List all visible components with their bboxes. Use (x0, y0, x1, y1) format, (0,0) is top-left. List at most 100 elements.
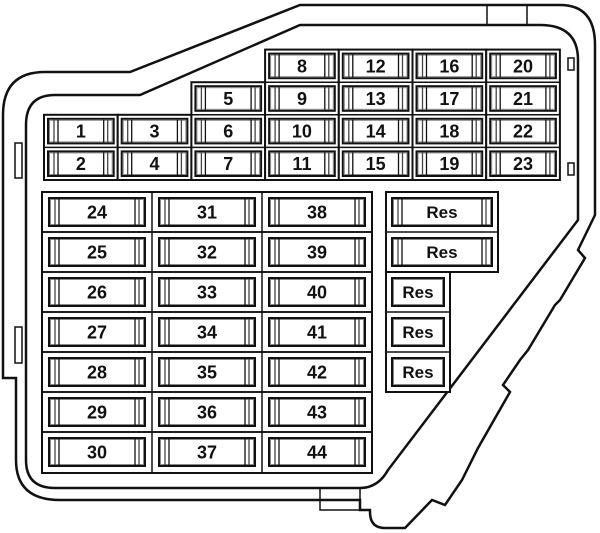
fuse-body-shade (270, 319, 364, 345)
fuse-5[interactable]: 5 (194, 85, 263, 112)
fuse-label: 8 (297, 56, 307, 76)
fuse-16[interactable]: 16 (415, 52, 484, 80)
fuse-41[interactable]: 41 (268, 317, 366, 347)
fuse-label: 18 (439, 122, 459, 142)
fuse-34[interactable]: 34 (158, 317, 256, 347)
fuse-label: Res (402, 283, 433, 302)
fuse-9[interactable]: 9 (268, 85, 336, 112)
fuse-label: 13 (366, 89, 386, 109)
fuse-res[interactable]: Res (391, 357, 445, 387)
fuse-label: 23 (513, 154, 533, 174)
fuse-label: 39 (307, 242, 327, 262)
housing-outer-outline (1, 3, 597, 530)
fuse-res[interactable]: Res (391, 277, 445, 307)
fuse-31[interactable]: 31 (158, 197, 256, 227)
fuse-29[interactable]: 29 (48, 397, 146, 427)
fuse-label: 21 (513, 89, 533, 109)
fuse-19[interactable]: 19 (415, 150, 484, 177)
fuse-body-shade (491, 87, 555, 110)
fuse-body (158, 237, 256, 267)
fuse-15[interactable]: 15 (341, 150, 410, 177)
fuse-body (194, 150, 263, 177)
fuse-36[interactable]: 36 (158, 397, 256, 427)
fuse-body (391, 277, 445, 307)
fuse-25[interactable]: 25 (48, 237, 146, 267)
fuse-43[interactable]: 43 (268, 397, 366, 427)
fuse-label: 2 (76, 154, 86, 174)
fuse-body-shade (343, 54, 408, 78)
fuse-body-shade (122, 119, 187, 143)
fuse-body-shade (343, 87, 408, 110)
fuse-body (489, 52, 557, 80)
fuse-body (268, 117, 336, 145)
fuse-22[interactable]: 22 (489, 117, 557, 145)
housing-clip-right-upper (567, 57, 575, 71)
fuse-body (48, 277, 146, 307)
fuse-label: 32 (197, 242, 217, 262)
fuse-38[interactable]: 38 (268, 197, 366, 227)
fuse-6[interactable]: 6 (194, 117, 263, 145)
fuse-body-shade (393, 199, 491, 225)
fuse-label: 3 (150, 122, 160, 142)
fuse-body (391, 357, 445, 387)
fuse-label: 35 (197, 362, 217, 382)
fuse-11[interactable]: 11 (268, 150, 336, 177)
fuse-body (391, 197, 493, 227)
fuse-body (489, 150, 557, 177)
fuse-label: 11 (292, 154, 311, 174)
fuse-body (194, 117, 263, 145)
fuse-4[interactable]: 4 (120, 150, 189, 177)
fuse-42[interactable]: 42 (268, 357, 366, 387)
fuse-3[interactable]: 3 (120, 117, 189, 145)
fuse-body (158, 317, 256, 347)
fuse-label: 16 (439, 56, 459, 76)
fuse-body (268, 277, 366, 307)
fuse-20[interactable]: 20 (489, 52, 557, 80)
fuse-21[interactable]: 21 (489, 85, 557, 112)
fuse-40[interactable]: 40 (268, 277, 366, 307)
fuse-13[interactable]: 13 (341, 85, 410, 112)
fuse-body (391, 317, 445, 347)
fuse-body (341, 150, 410, 177)
fuse-44[interactable]: 44 (268, 437, 366, 467)
fuse-12[interactable]: 12 (341, 52, 410, 80)
fuse-10[interactable]: 10 (268, 117, 336, 145)
fuse-label: 22 (513, 122, 533, 142)
housing-tab-top (486, 4, 528, 26)
fuse-37[interactable]: 37 (158, 437, 256, 467)
fuse-24[interactable]: 24 (48, 197, 146, 227)
fuse-body-shade (491, 54, 555, 78)
fuse-label: 31 (197, 202, 217, 222)
fuse-26[interactable]: 26 (48, 277, 146, 307)
fuse-body-shade (270, 239, 364, 265)
fuse-8[interactable]: 8 (268, 52, 336, 80)
fuse-res[interactable]: Res (391, 237, 493, 267)
fuse-body-shade (491, 152, 555, 175)
fuse-body (158, 397, 256, 427)
fuse-label: 17 (439, 89, 459, 109)
fuse-body (415, 117, 484, 145)
fuse-1[interactable]: 1 (47, 117, 115, 145)
fuse-33[interactable]: 33 (158, 277, 256, 307)
fuse-label: 33 (197, 282, 217, 302)
fuse-35[interactable]: 35 (158, 357, 256, 387)
fuse-body-shade (160, 399, 254, 425)
fuse-res[interactable]: Res (391, 197, 493, 227)
fuse-2[interactable]: 2 (47, 150, 115, 177)
fuse-body (158, 197, 256, 227)
fuse-7[interactable]: 7 (194, 150, 263, 177)
fuse-14[interactable]: 14 (341, 117, 410, 145)
fuse-res[interactable]: Res (391, 317, 445, 347)
fuse-body (268, 357, 366, 387)
fuse-23[interactable]: 23 (489, 150, 557, 177)
fuse-body (48, 317, 146, 347)
fuse-body-shade (343, 119, 408, 143)
fuse-27[interactable]: 27 (48, 317, 146, 347)
fuse-28[interactable]: 28 (48, 357, 146, 387)
fuse-18[interactable]: 18 (415, 117, 484, 145)
fuse-39[interactable]: 39 (268, 237, 366, 267)
fuse-17[interactable]: 17 (415, 85, 484, 112)
fuse-30[interactable]: 30 (48, 437, 146, 467)
fuse-32[interactable]: 32 (158, 237, 256, 267)
fuse-body-shade (270, 87, 334, 110)
